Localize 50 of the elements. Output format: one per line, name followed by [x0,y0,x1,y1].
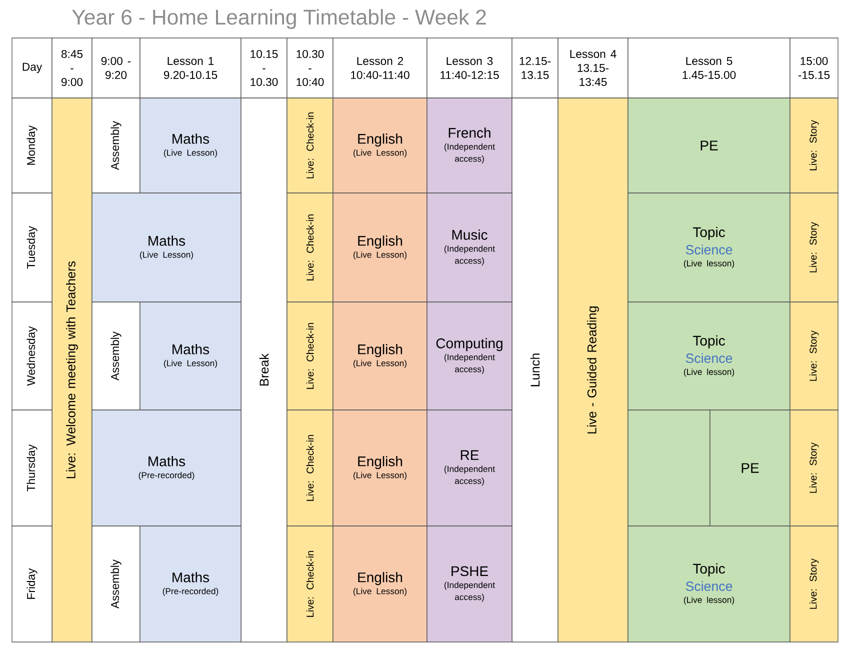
lesson-cell: French (Independent access) [426,98,512,194]
header-cell: Day [12,38,52,98]
header-cell: Lesson 3 11:40-12:15 [426,38,512,98]
title: Year 6 - Home Learning Timetable - Week 2 [72,9,486,29]
row-label-cell: Tuesday [12,192,52,302]
row-label-cell: Assembly [92,302,140,410]
header-cell: 8:45 - 9:00 [52,38,92,98]
row-label-cell: Monday [12,98,52,194]
lesson-cell: Maths (Live Lesson) [140,98,242,194]
row-label-cell: Assembly [92,526,140,642]
lesson-cell: PE [628,98,790,194]
header-cell: 12.15- 13.15 [512,38,558,98]
activity-cell: Live: Check-in [286,526,334,642]
row-label-cell: Thursday [12,410,52,526]
row-label-cell: Assembly [92,98,140,194]
activity-band: Live: Welcome meeting with Teachers [52,98,92,642]
lesson-cell: Maths (Pre-recorded) [140,526,242,642]
row-label-cell: Wednesday [12,302,52,410]
activity-cell: Live: Check-in [286,302,334,410]
header-cell: 15:00 -15.15 [790,38,838,98]
lesson-cell: English (Live Lesson) [332,526,428,642]
lesson-cell: PSHE (Independent access) [426,526,512,642]
activity-cell: Live: Story [790,302,838,410]
lesson-cell: Computing (Independent access) [426,302,512,410]
lesson-cell: Maths (Live Lesson) [140,302,242,410]
lesson-cell: English (Live Lesson) [332,98,428,194]
header-cell: Lesson 4 13.15- 13:45 [558,38,628,98]
activity-cell: Live: Story [790,410,838,526]
lesson-cell: RE (Independent access) [426,410,512,526]
lesson-cell: Topic Science (Live lesson) [628,192,790,302]
activity-band: Live - Guided Reading [558,98,628,642]
activity-cell: Live: Story [790,526,838,642]
lesson-cell: Maths (Pre-recorded) [92,410,242,526]
lesson-cell: Topic Science (Live lesson) [628,302,790,410]
activity-cell: Live: Story [790,192,838,302]
lesson-cell: English (Live Lesson) [332,302,428,410]
activity-cell: Live: Story [790,98,838,194]
activity-cell: Live: Check-in [286,192,334,302]
empty-cell [628,410,710,526]
header-cell: 9:00 - 9:20 [92,38,140,98]
header-cell: 10.30 - 10:40 [286,38,334,98]
row-label-cell: Friday [12,526,52,642]
lesson-cell: Maths (Live Lesson) [92,192,242,302]
activity-cell: Live: Check-in [286,98,334,194]
activity-cell: Live: Check-in [286,410,334,526]
lesson-cell: English (Live Lesson) [332,410,428,526]
header-cell: 10.15 - 10.30 [240,38,288,98]
lesson-cell: Music (Independent access) [426,192,512,302]
lesson-cell: PE [710,410,790,526]
lesson-cell: English (Live Lesson) [332,192,428,302]
